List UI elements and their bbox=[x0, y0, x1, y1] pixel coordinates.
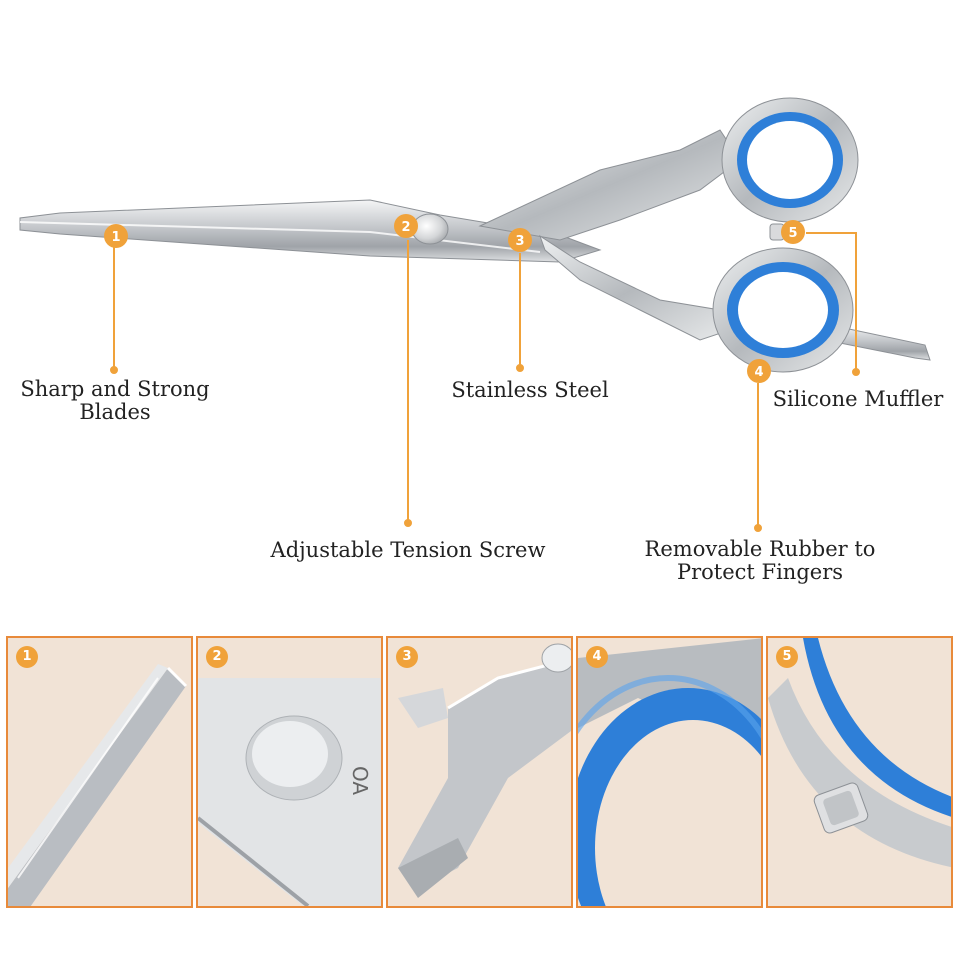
svg-text:1: 1 bbox=[111, 230, 120, 245]
detail-panel-4: 4 bbox=[576, 636, 763, 908]
detail-panel-5: 5 bbox=[766, 636, 953, 908]
svg-text:4: 4 bbox=[754, 365, 763, 380]
scissors-illustration: 1 2 3 4 5 bbox=[19, 97, 931, 532]
label-sharp-blades: Sharp and Strong Blades bbox=[10, 378, 220, 424]
panel-badge-1: 1 bbox=[16, 646, 38, 668]
label-line: Blades bbox=[79, 400, 151, 424]
label-line: Sharp and Strong bbox=[20, 377, 210, 401]
callout-badge-2: 2 bbox=[394, 214, 418, 238]
panel-badge-5: 5 bbox=[776, 646, 798, 668]
label-removable-rubber: Removable Rubber to Protect Fingers bbox=[630, 538, 890, 584]
label-silicone-muffler: Silicone Muffler bbox=[766, 388, 950, 411]
blade-closeup-image bbox=[8, 664, 188, 906]
svg-text:OA: OA bbox=[348, 766, 372, 795]
label-line: Stainless Steel bbox=[451, 378, 609, 402]
callout-badge-3: 3 bbox=[508, 228, 532, 252]
svg-text:2: 2 bbox=[401, 220, 410, 235]
label-stainless-steel: Stainless Steel bbox=[440, 379, 620, 402]
lower-finger-ring bbox=[712, 247, 854, 373]
label-line: Adjustable Tension Screw bbox=[270, 538, 546, 562]
label-line: Silicone Muffler bbox=[772, 387, 944, 411]
stainless-steel-closeup-image bbox=[398, 643, 571, 898]
upper-finger-ring bbox=[721, 97, 859, 223]
upper-handle-shank bbox=[478, 129, 741, 241]
label-line: Removable Rubber to bbox=[644, 537, 876, 561]
lower-handle-shank bbox=[539, 234, 731, 341]
label-line: Protect Fingers bbox=[676, 560, 844, 584]
callout-badge-4: 4 bbox=[747, 359, 771, 383]
panel-badge-3: 3 bbox=[396, 646, 418, 668]
detail-panel-1: 1 bbox=[6, 636, 193, 908]
panel-badge-4: 4 bbox=[586, 646, 608, 668]
callout-badge-5: 5 bbox=[781, 220, 805, 244]
tension-screw-closeup-image: OA bbox=[198, 678, 381, 906]
leader-lines bbox=[110, 232, 860, 532]
scissors-blade bbox=[19, 199, 602, 263]
detail-panel-2: 2 OA bbox=[196, 636, 383, 908]
rubber-ring-closeup-image bbox=[578, 638, 761, 906]
panel-badge-2: 2 bbox=[206, 646, 228, 668]
detail-panel-3: 3 bbox=[386, 636, 573, 908]
callout-badge-1: 1 bbox=[104, 224, 128, 248]
silicone-muffler-closeup-image bbox=[768, 638, 951, 868]
label-tension-screw: Adjustable Tension Screw bbox=[258, 539, 558, 562]
svg-text:5: 5 bbox=[788, 226, 797, 241]
scissors-diagram: 1 2 3 4 5 Sharp and Strong Blades Adjust… bbox=[10, 97, 950, 584]
svg-text:3: 3 bbox=[515, 234, 524, 249]
